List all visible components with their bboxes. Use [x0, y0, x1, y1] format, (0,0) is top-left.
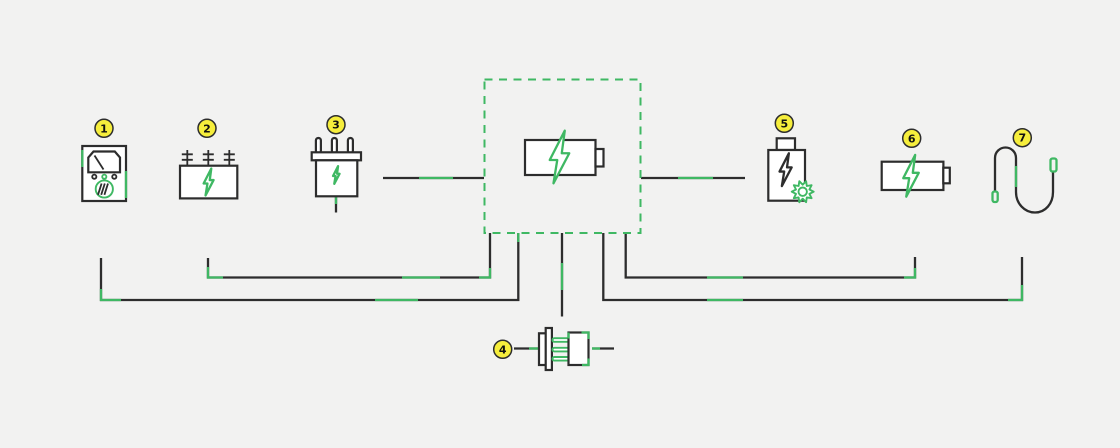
- cable-icon: [991, 146, 1058, 214]
- node-battery-cell: 5: [767, 113, 815, 204]
- line-module-to-cable: [602, 233, 1024, 302]
- badge-1: 1: [94, 118, 114, 139]
- badge-2: 2: [197, 118, 217, 139]
- badge-6-label: 6: [908, 132, 916, 145]
- battery-with-lightning-icon: [523, 131, 605, 184]
- battery-cell-gear-icon: [767, 137, 815, 204]
- node-connector-pair: 4: [492, 326, 590, 372]
- multimeter-icon: [81, 144, 128, 203]
- node-battery-pack: 6: [880, 128, 951, 197]
- dashed-module-border: [483, 78, 642, 234]
- line-multimeter-to-module: [99, 233, 520, 302]
- plug-lightning-icon: [310, 136, 363, 198]
- badge-4: 4: [492, 339, 513, 360]
- node-multimeter: 1: [81, 118, 128, 203]
- badge-3: 3: [326, 114, 346, 135]
- badge-6: 6: [901, 128, 922, 149]
- badge-5-label: 5: [780, 117, 788, 130]
- badge-3-label: 3: [332, 119, 340, 132]
- line-transformer-to-module: [206, 233, 492, 279]
- badge-4-label: 4: [499, 343, 507, 356]
- badge-5: 5: [774, 113, 795, 134]
- battery-module-box: [483, 78, 642, 234]
- gear-icon: [790, 180, 815, 204]
- badge-7: 7: [1012, 127, 1033, 148]
- badge-1-label: 1: [100, 122, 108, 135]
- node-grid-transformer: 2: [178, 118, 239, 200]
- transformer-lightning-icon: [178, 150, 239, 200]
- node-charging-cable: 7: [991, 127, 1058, 214]
- green-current-segments: [99, 176, 1024, 350]
- badge-7-label: 7: [1018, 132, 1026, 145]
- battery-lightning-icon: [880, 155, 951, 197]
- badge-2-label: 2: [203, 122, 211, 135]
- connector-plug-socket-icon: [537, 326, 590, 372]
- node-charger-plug: 3: [310, 114, 363, 198]
- line-module-to-pack: [624, 233, 917, 279]
